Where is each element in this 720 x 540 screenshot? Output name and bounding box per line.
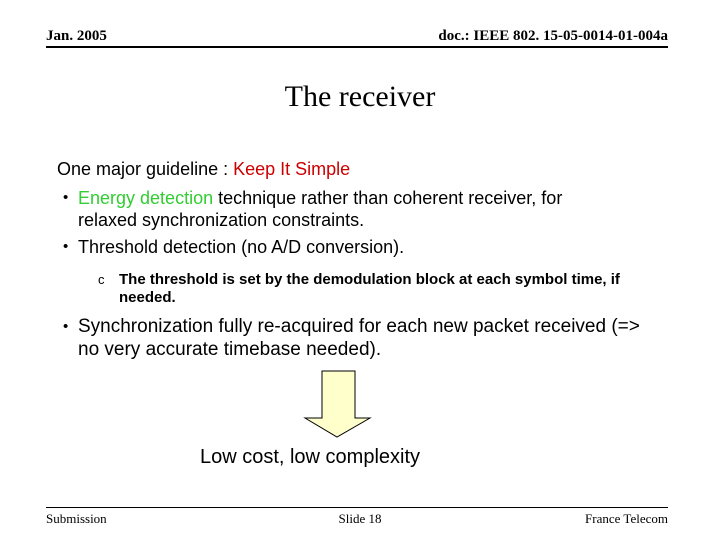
guideline-highlight: Keep It Simple [233,159,351,179]
sub-bullet-icon: c [98,272,105,287]
down-arrow-polygon [303,370,372,438]
header-date: Jan. 2005 [46,28,107,44]
footer-company: France Telecom [585,511,668,526]
bullet1-highlight: Energy detection [78,188,214,208]
bullet-energy-detection: • Energy detection technique rather than… [57,187,671,231]
bullet-icon: • [63,238,69,255]
down-arrow-shape [300,368,374,440]
guideline-prefix: One major guideline : [57,159,229,179]
bullet-text: Synchronization fully re-acquired for ea… [78,316,640,360]
footer-submission: Submission [46,511,107,526]
bullet-icon: • [63,318,69,335]
conclusion-text: Low cost, low complexity [199,446,421,468]
slide-title: The receiver [284,80,436,113]
header-rule [46,46,668,48]
down-arrow-icon [303,370,372,438]
body-text-block: One major guideline : Keep It Simple • E… [57,158,671,361]
guideline-line: One major guideline : Keep It Simple [57,158,671,180]
bullet-threshold-detection: • Threshold detection (no A/D conversion… [57,236,671,258]
sub-bullet-text: The threshold is set by the demodulation… [119,271,620,306]
bullet-synchronization: • Synchronization fully re-acquired for … [57,315,671,361]
bullet-text: Energy detection technique rather than c… [78,187,626,231]
header-doc-number: doc.: IEEE 802. 15-05-0014-01-004a [438,28,668,44]
footer-slide-number: Slide 18 [338,511,382,526]
bullet-text: Threshold detection (no A/D conversion). [78,237,405,257]
bullet-icon: • [63,189,69,206]
sub-bullet-threshold-note: c The threshold is set by the demodulati… [57,271,671,307]
footer-rule [46,507,668,508]
bullet1-rest: technique rather than coherent receiver,… [78,188,563,230]
